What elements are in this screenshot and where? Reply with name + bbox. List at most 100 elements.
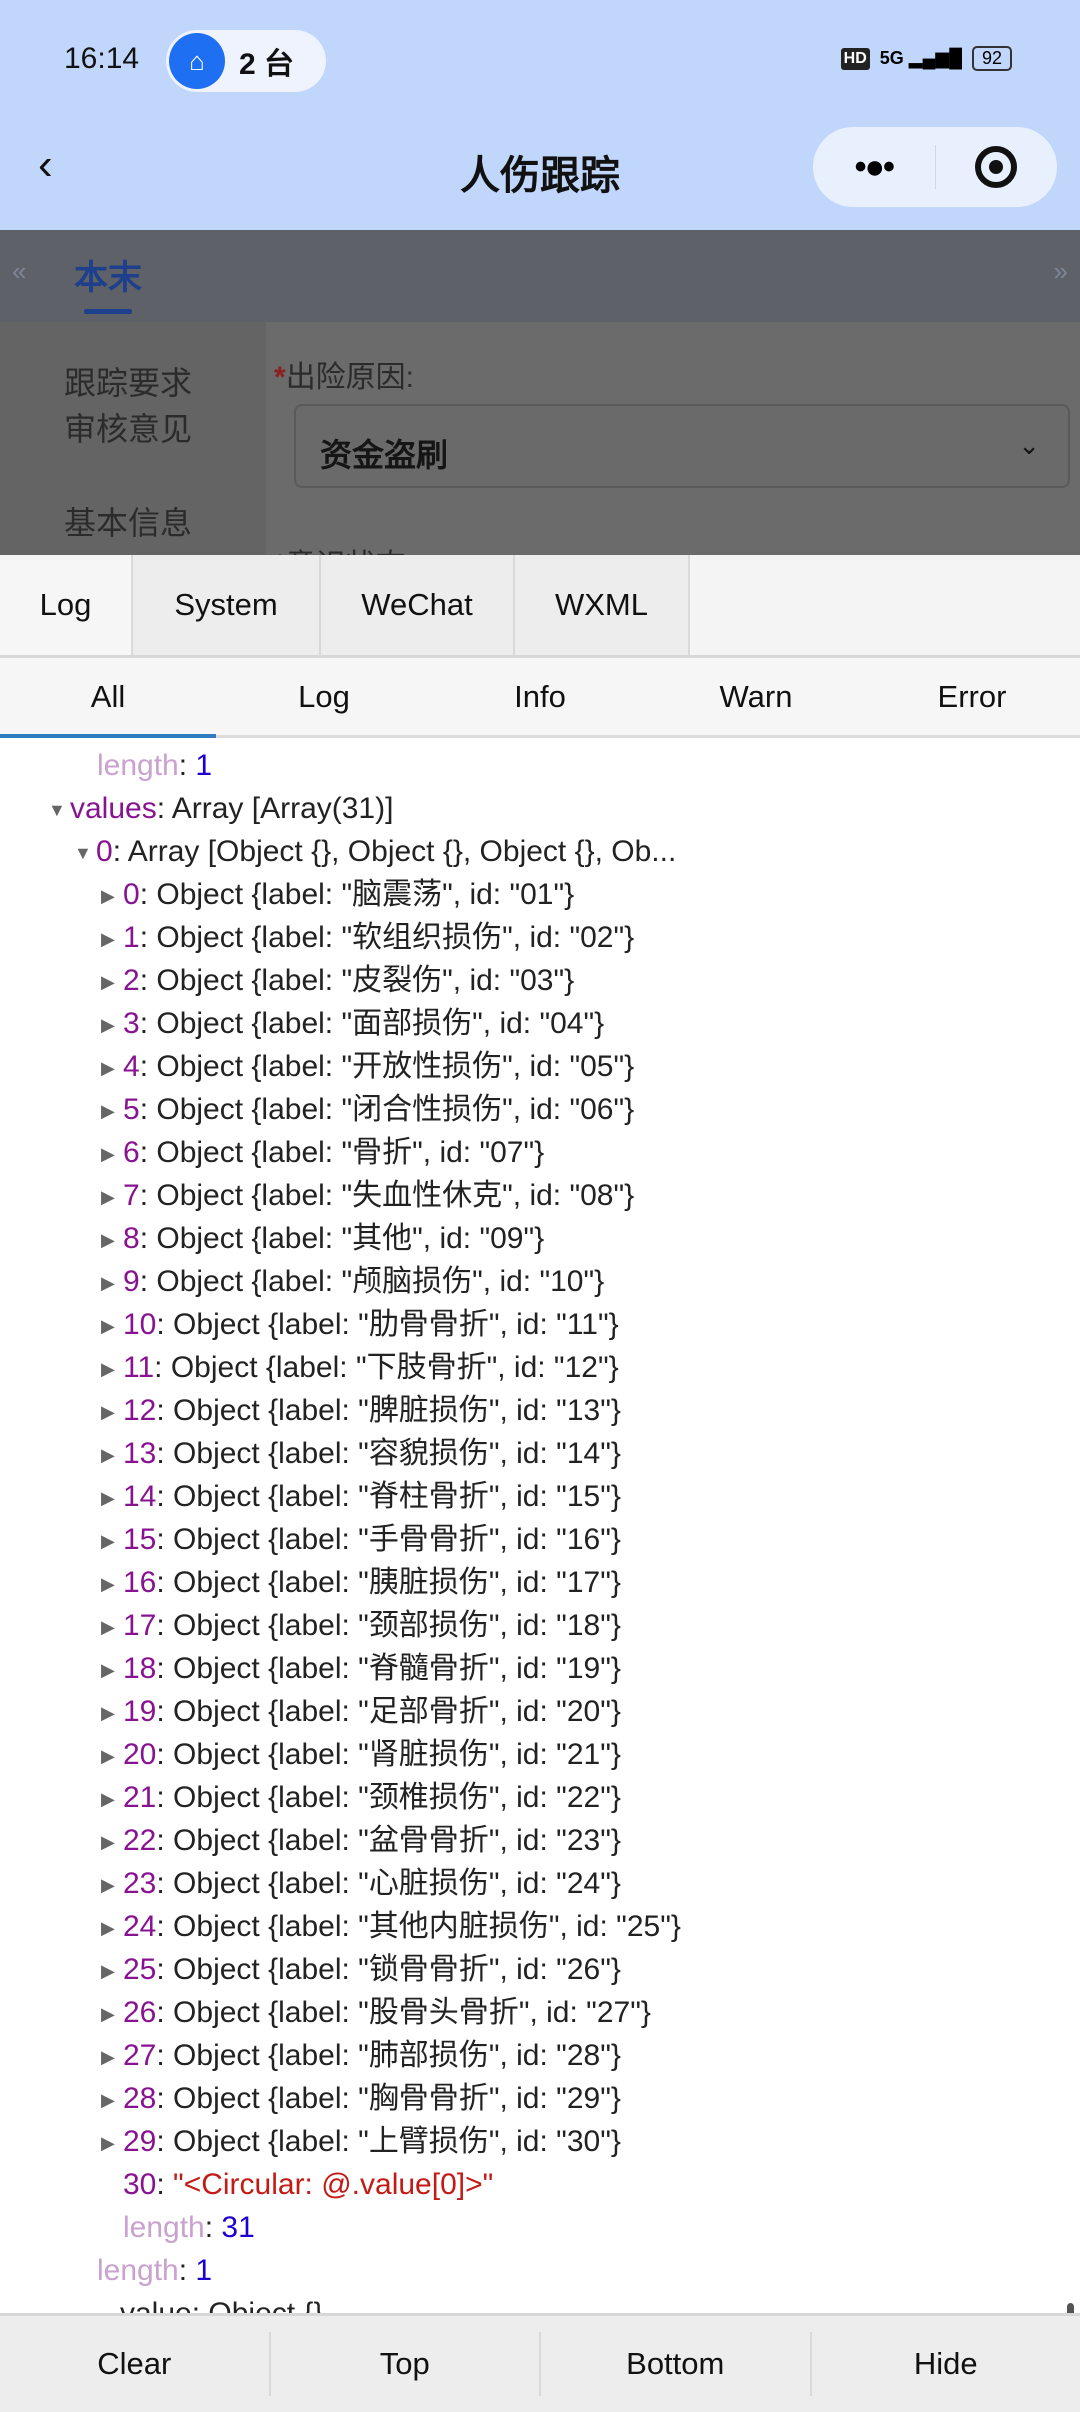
side-item[interactable]: 审核意见: [64, 411, 193, 447]
caret-right-icon[interactable]: ▶: [101, 1616, 115, 1637]
tab-wechat[interactable]: WeChat: [321, 555, 515, 655]
label-value: 盆骨骨折: [368, 1824, 489, 1857]
object-item[interactable]: ▶22: Object {label: "盆骨骨折", id: "23"}: [101, 1819, 621, 1862]
object-item[interactable]: ▶16: Object {label: "胰脏损伤", id: "17"}: [101, 1561, 621, 1604]
caret-right-icon[interactable]: ▶: [101, 1100, 115, 1121]
filter-info[interactable]: Info: [514, 678, 566, 714]
caret-right-icon[interactable]: ▶: [101, 1143, 115, 1164]
caret-right-icon[interactable]: ▶: [101, 1659, 115, 1680]
tab-log[interactable]: Log: [0, 555, 133, 655]
bottom-button[interactable]: Bottom: [541, 2332, 812, 2396]
caret-right-icon[interactable]: ▶: [101, 1831, 115, 1852]
caret-right-icon[interactable]: ▶: [101, 885, 115, 906]
filter-warn[interactable]: Warn: [719, 678, 793, 714]
tab-system[interactable]: System: [133, 555, 321, 655]
caret-right-icon[interactable]: ▶: [101, 1401, 115, 1422]
caret-right-icon[interactable]: ▶: [101, 1874, 115, 1895]
caret-right-icon[interactable]: ▶: [101, 2003, 115, 2024]
key: 21: [123, 1781, 157, 1814]
object-item[interactable]: ▶0: Object {label: "脑震荡", id: "01"}: [101, 873, 574, 916]
id-value: 04: [550, 1007, 584, 1040]
object-item[interactable]: ▶13: Object {label: "容貌损伤", id: "14"}: [101, 1432, 621, 1475]
object-item[interactable]: ▶8: Object {label: "其他", id: "09"}: [101, 1217, 544, 1260]
tab-active[interactable]: 本末: [74, 259, 142, 297]
object-item[interactable]: ▶4: Object {label: "开放性损伤", id: "05"}: [101, 1045, 634, 1088]
tab-prev-icon[interactable]: «: [12, 256, 27, 286]
object-item[interactable]: ▶23: Object {label: "心脏损伤", id: "24"}: [101, 1862, 621, 1905]
back-button[interactable]: ‹: [38, 140, 53, 189]
key: 12: [123, 1394, 157, 1427]
object-item[interactable]: ▶12: Object {label: "脾脏损伤", id: "13"}: [101, 1389, 621, 1432]
object-item[interactable]: ▶1: Object {label: "软组织损伤", id: "02"}: [101, 916, 634, 959]
caret-right-icon[interactable]: ▶: [101, 928, 115, 949]
object-item[interactable]: ▶20: Object {label: "肾脏损伤", id: "21"}: [101, 1733, 621, 1776]
object-item[interactable]: ▶21: Object {label: "颈椎损伤", id: "22"}: [101, 1776, 621, 1819]
object-item[interactable]: ▶17: Object {label: "颈部损伤", id: "18"}: [101, 1604, 621, 1647]
top-button[interactable]: Top: [271, 2332, 541, 2396]
label-value: 肋骨骨折: [368, 1308, 489, 1341]
caret-right-icon[interactable]: ▶: [101, 2132, 115, 2153]
object-item[interactable]: ▶10: Object {label: "肋骨骨折", id: "11"}: [101, 1303, 619, 1346]
log-output[interactable]: length: 1 ▼values: Array [Array(31)] ▼0:…: [0, 741, 1080, 2313]
caret-right-icon[interactable]: ▶: [101, 2046, 115, 2067]
caret-right-icon[interactable]: ▶: [101, 1315, 115, 1336]
label-value: 骨折: [352, 1136, 413, 1169]
value: Array [Object {}, Object {}, Object {}, …: [127, 835, 677, 868]
object-item[interactable]: ▶18: Object {label: "脊髓骨折", id: "19"}: [101, 1647, 621, 1690]
object-item[interactable]: ▶19: Object {label: "足部骨折", id: "20"}: [101, 1690, 621, 1733]
side-item[interactable]: 基本信息: [64, 505, 193, 541]
id-value: 28: [566, 2039, 601, 2072]
object-item[interactable]: ▶2: Object {label: "皮裂伤", id: "03"}: [101, 959, 574, 1002]
object-item[interactable]: ▶14: Object {label: "脊柱骨折", id: "15"}: [101, 1475, 621, 1518]
close-miniprogram-button[interactable]: [936, 146, 1058, 188]
clear-button[interactable]: Clear: [0, 2332, 271, 2396]
caret-right-icon[interactable]: ▶: [101, 1186, 115, 1207]
signal-icon: 5G ▂▄▆█: [879, 48, 962, 68]
caret-right-icon[interactable]: ▶: [101, 1272, 115, 1293]
caret-right-icon[interactable]: ▶: [101, 1745, 115, 1766]
tab-wxml[interactable]: WXML: [515, 555, 690, 655]
object-item[interactable]: ▶24: Object {label: "其他内脏损伤", id: "25"}: [101, 1905, 681, 1948]
object-item[interactable]: ▶7: Object {label: "失血性休克", id: "08"}: [101, 1174, 634, 1217]
object-item[interactable]: ▶27: Object {label: "肺部损伤", id: "28"}: [101, 2034, 621, 2077]
object-item[interactable]: ▶9: Object {label: "颅脑损伤", id: "10"}: [101, 1260, 604, 1303]
object-item[interactable]: ▶29: Object {label: "上臂损伤", id: "30"}: [101, 2120, 621, 2163]
caret-right-icon[interactable]: ▶: [101, 2089, 115, 2110]
hide-button[interactable]: Hide: [913, 2346, 978, 2381]
filter-log[interactable]: Log: [298, 678, 350, 714]
filter-error[interactable]: Error: [937, 678, 1007, 714]
object-item[interactable]: ▶26: Object {label: "股骨头骨折", id: "27"}: [101, 1991, 651, 2034]
tab-next-icon[interactable]: »: [1053, 256, 1068, 286]
object-item[interactable]: ▶3: Object {label: "面部损伤", id: "04"}: [101, 1002, 604, 1045]
object-item[interactable]: ▶11: Object {label: "下肢骨折", id: "12"}: [101, 1346, 619, 1389]
caret-right-icon[interactable]: ▶: [101, 1530, 115, 1551]
id-value: 11: [566, 1308, 598, 1341]
cause-select[interactable]: 资金盗刷⌄: [294, 404, 1070, 488]
object-item[interactable]: ▶6: Object {label: "骨折", id: "07"}: [101, 1131, 544, 1174]
caret-right-icon[interactable]: ▶: [101, 1444, 115, 1465]
values-node[interactable]: ▼values: Array [Array(31)]: [48, 787, 393, 830]
side-item[interactable]: 跟踪要求: [64, 365, 193, 401]
caret-right-icon[interactable]: ▶: [101, 1702, 115, 1723]
object-item[interactable]: ▶28: Object {label: "胸骨骨折", id: "29"}: [101, 2077, 621, 2120]
field-label: *出险原因:: [274, 352, 414, 396]
caret-right-icon[interactable]: ▶: [101, 1229, 115, 1250]
caret-right-icon[interactable]: ▶: [101, 1788, 115, 1809]
array-0-node[interactable]: ▼0: Array [Object {}, Object {}, Object …: [74, 830, 676, 873]
object-item[interactable]: ▶15: Object {label: "手骨骨折", id: "16"}: [101, 1518, 621, 1561]
more-button[interactable]: •●•: [854, 147, 895, 186]
caret-right-icon[interactable]: ▶: [101, 1573, 115, 1594]
caret-right-icon[interactable]: ▶: [101, 1358, 115, 1379]
caret-right-icon[interactable]: ▶: [101, 1487, 115, 1508]
caret-right-icon[interactable]: ▶: [101, 971, 115, 992]
filter-all[interactable]: All: [0, 658, 216, 738]
caret-right-icon[interactable]: ▶: [101, 1057, 115, 1078]
object-item[interactable]: ▶5: Object {label: "闭合性损伤", id: "06"}: [101, 1088, 634, 1131]
caret-down-icon[interactable]: ▼: [74, 842, 92, 863]
caret-right-icon[interactable]: ▶: [101, 1917, 115, 1938]
caret-right-icon[interactable]: ▶: [101, 1960, 115, 1981]
caret-down-icon[interactable]: ▼: [48, 799, 66, 820]
caret-right-icon[interactable]: ▶: [101, 1014, 115, 1035]
hotspot-pill[interactable]: ⌂ 2 台: [166, 30, 326, 92]
object-item[interactable]: ▶25: Object {label: "锁骨骨折", id: "26"}: [101, 1948, 621, 1991]
